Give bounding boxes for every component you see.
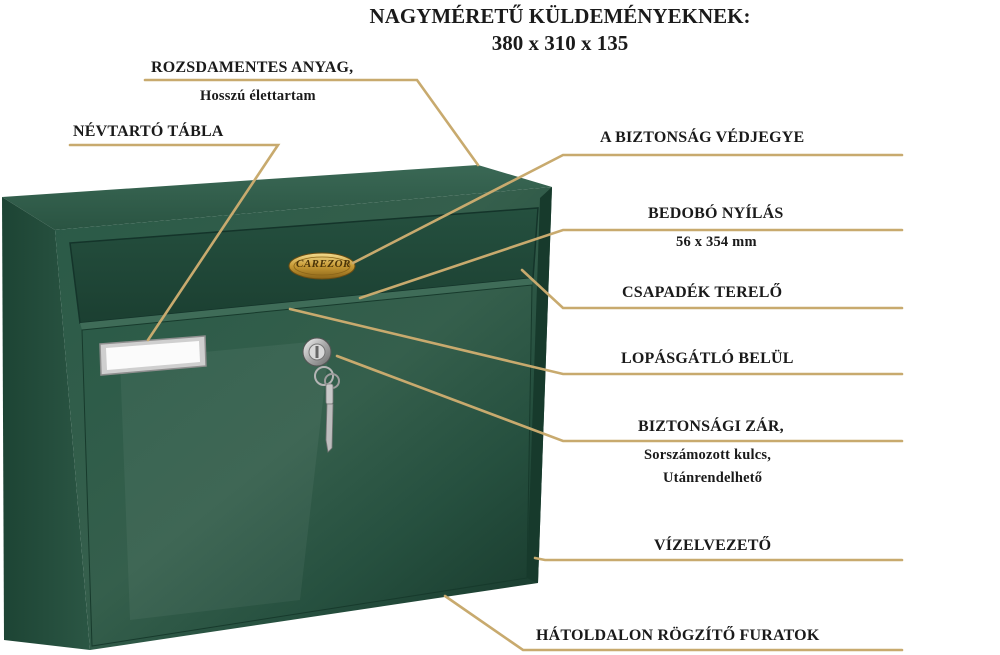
keys [314, 366, 340, 453]
callout-lock-title: BIZTONSÁGI ZÁR, [638, 418, 784, 435]
callout-drip-title: CSAPADÉK TERELŐ [622, 284, 783, 301]
nameplate-window [99, 335, 207, 376]
callout-slot-title: BEDOBÓ NYÍLÁS [648, 205, 784, 222]
page-title: NAGYMÉRETŰ KÜLDEMÉNYEKNEK: [369, 4, 751, 28]
callout-stainless-title: ROZSDAMENTES ANYAG, [151, 59, 354, 76]
callout-antitheft-title: LOPÁSGÁTLÓ BELÜL [621, 350, 794, 367]
callout-nameplate-title: NÉVTARTÓ TÁBLA [73, 123, 224, 140]
callout-lock-sub1: Sorszámozott kulcs, [644, 447, 772, 463]
dimensions-title: 380 x 310 x 135 [491, 31, 629, 55]
mailbox-left-side [2, 197, 90, 650]
callout-drain-title: VÍZELVEZETŐ [654, 537, 772, 554]
callout-slot-sub: 56 x 354 mm [676, 234, 757, 250]
callout-stainless-sub: Hosszú élettartam [200, 88, 316, 104]
mailbox-top [2, 165, 552, 230]
callout-mounting-title: HÁTOLDALON RÖGZÍTŐ FURATOK [536, 627, 820, 644]
brand-logo-text: CAREZOR [296, 258, 351, 270]
callout-lock-sub2: Utánrendelhető [663, 470, 763, 486]
lock-cylinder [302, 337, 332, 367]
brand-logo-badge [288, 252, 356, 280]
mailbox-door [81, 284, 533, 647]
leader-lines [68, 78, 904, 652]
callout-trademark-title: A BIZTONSÁG VÉDJEGYE [600, 129, 805, 146]
